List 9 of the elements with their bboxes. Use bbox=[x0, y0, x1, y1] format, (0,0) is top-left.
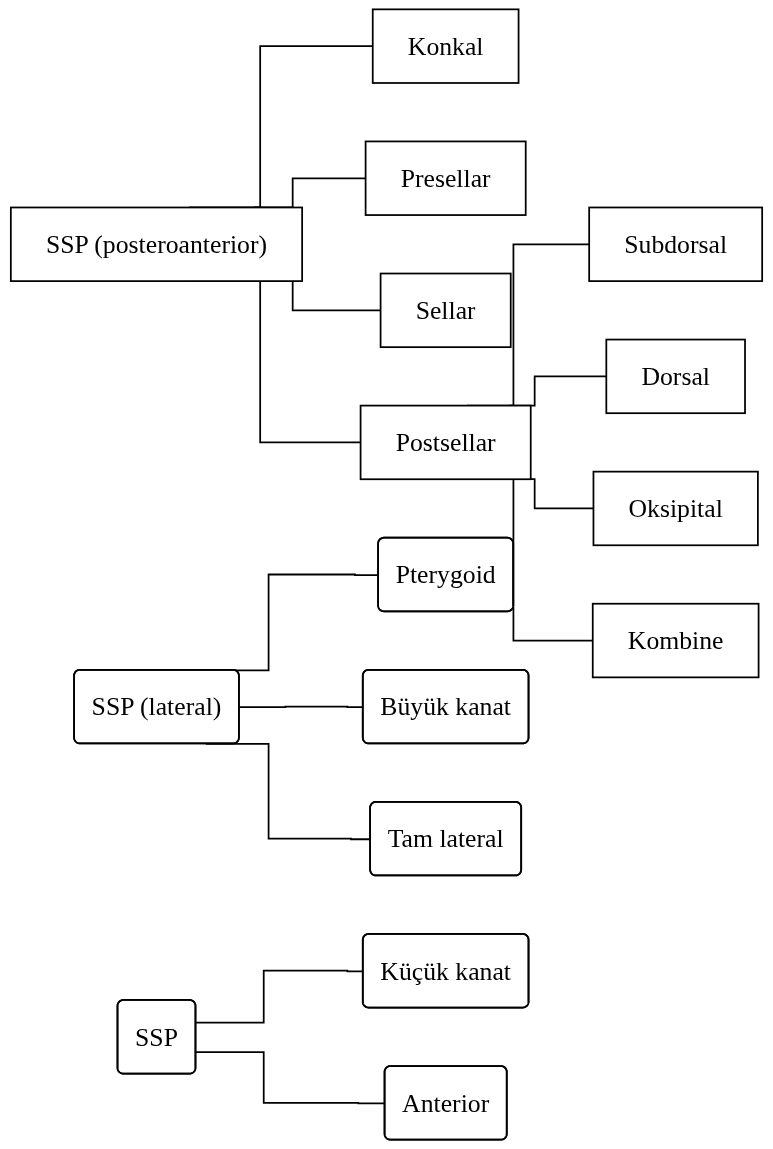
node-box: Dorsal bbox=[605, 338, 746, 415]
node-box: Oksipital bbox=[592, 470, 759, 547]
node-box: Sellar bbox=[379, 272, 512, 349]
node-box: Postsellar bbox=[359, 404, 532, 481]
node-box: SSP (posteroanterior) bbox=[9, 206, 303, 282]
node-box: Subdorsal bbox=[588, 206, 764, 282]
node-box: Presellar bbox=[364, 140, 527, 216]
node-box: Konkal bbox=[371, 8, 520, 84]
node-box: Kombine bbox=[591, 602, 760, 679]
